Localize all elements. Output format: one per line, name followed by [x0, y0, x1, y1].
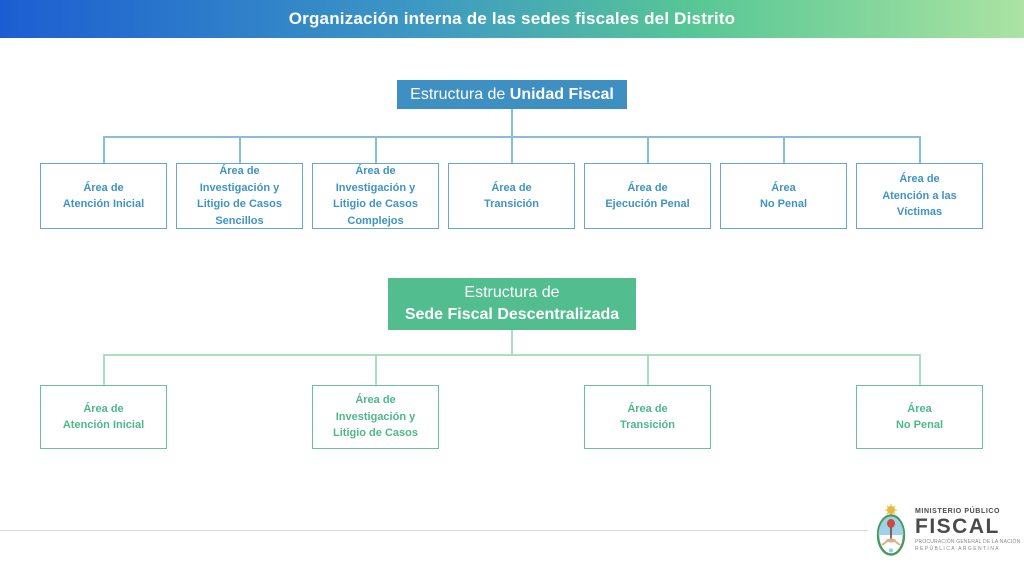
connector-line [375, 136, 377, 163]
coat-of-arms-icon [876, 504, 906, 556]
logo-text-block: MINISTERIO PÚBLICO FISCAL PROCURACIÓN GE… [915, 508, 1020, 552]
area-sfd-atencion-inicial: Área de Atención Inicial [40, 385, 167, 449]
area-sfd-no-penal: Área No Penal [856, 385, 983, 449]
connector-line [783, 136, 785, 163]
area-sfd-investigacion-litigio: Área de Investigación y Litigio de Casos [312, 385, 439, 449]
footer-divider [0, 530, 868, 531]
connector-line [103, 354, 920, 356]
connector-line [919, 354, 921, 385]
header-bar: Organización interna de las sedes fiscal… [0, 0, 1024, 38]
area-box-label: Área de Atención Inicial [62, 181, 145, 211]
area-uf-no-penal: Área No Penal [720, 163, 847, 229]
area-box-label: Área de Ejecución Penal [605, 181, 690, 211]
logo-ministerio-publico: MINISTERIO PÚBLICO [915, 508, 1001, 515]
connector-line [103, 136, 105, 163]
connector-line [647, 136, 649, 163]
area-box-label: Área de Transición [619, 402, 676, 432]
area-box-label: Área No Penal [895, 402, 944, 432]
ministerio-publico-fiscal-logo: MINISTERIO PÚBLICO FISCAL PROCURACIÓN GE… [874, 503, 1020, 557]
area-box-label: Área No Penal [759, 181, 808, 211]
connector-line [239, 136, 241, 163]
area-uf-investigacion-sencillos: Área de Investigación y Litigio de Casos… [176, 163, 303, 229]
connector-line [103, 354, 105, 385]
area-uf-transicion: Área de Transición [448, 163, 575, 229]
area-sfd-transicion: Área de Transición [584, 385, 711, 449]
root-node-label-prefix: Estructura de [410, 85, 510, 103]
area-box-label: Área de Atención Inicial [62, 402, 145, 432]
connector-line [919, 136, 921, 163]
root-node-label-line1: Estructura de [464, 284, 560, 301]
root-node-label-bold: Unidad Fiscal [509, 85, 614, 103]
connector-line [511, 109, 513, 137]
sede-descentralizada-root-node: Estructura de Sede Fiscal Descentralizad… [388, 278, 636, 330]
page-title: Organización interna de las sedes fiscal… [288, 9, 736, 28]
area-box-label: Área de Investigación y Litigio de Casos… [333, 165, 418, 227]
area-uf-ejecucion-penal: Área de Ejecución Penal [584, 163, 711, 229]
area-box-label: Área de Investigación y Litigio de Casos… [197, 165, 282, 227]
connector-line [511, 136, 513, 163]
connector-line [647, 354, 649, 385]
area-uf-investigacion-complejos: Área de Investigación y Litigio de Casos… [312, 163, 439, 229]
area-box-label: Área de Investigación y Litigio de Casos [333, 394, 418, 440]
area-uf-atencion-inicial: Área de Atención Inicial [40, 163, 167, 229]
logo-fiscal: FISCAL [915, 515, 1000, 538]
area-uf-atencion-victimas: Área de Atención a las Víctimas [856, 163, 983, 229]
area-box-label: Área de Transición [483, 181, 540, 211]
logo-republica-argentina: REPÚBLICA ARGENTINA [915, 546, 1000, 552]
connector-line [375, 354, 377, 385]
unidad-fiscal-root-node: Estructura de Unidad Fiscal [397, 80, 627, 109]
logo-procuracion: PROCURACIÓN GENERAL DE LA NACIÓN [915, 539, 1021, 545]
root-node-label-line2: Sede Fiscal Descentralizada [404, 306, 620, 323]
connector-line [511, 330, 513, 355]
area-box-label: Área de Atención a las Víctimas [882, 173, 957, 219]
